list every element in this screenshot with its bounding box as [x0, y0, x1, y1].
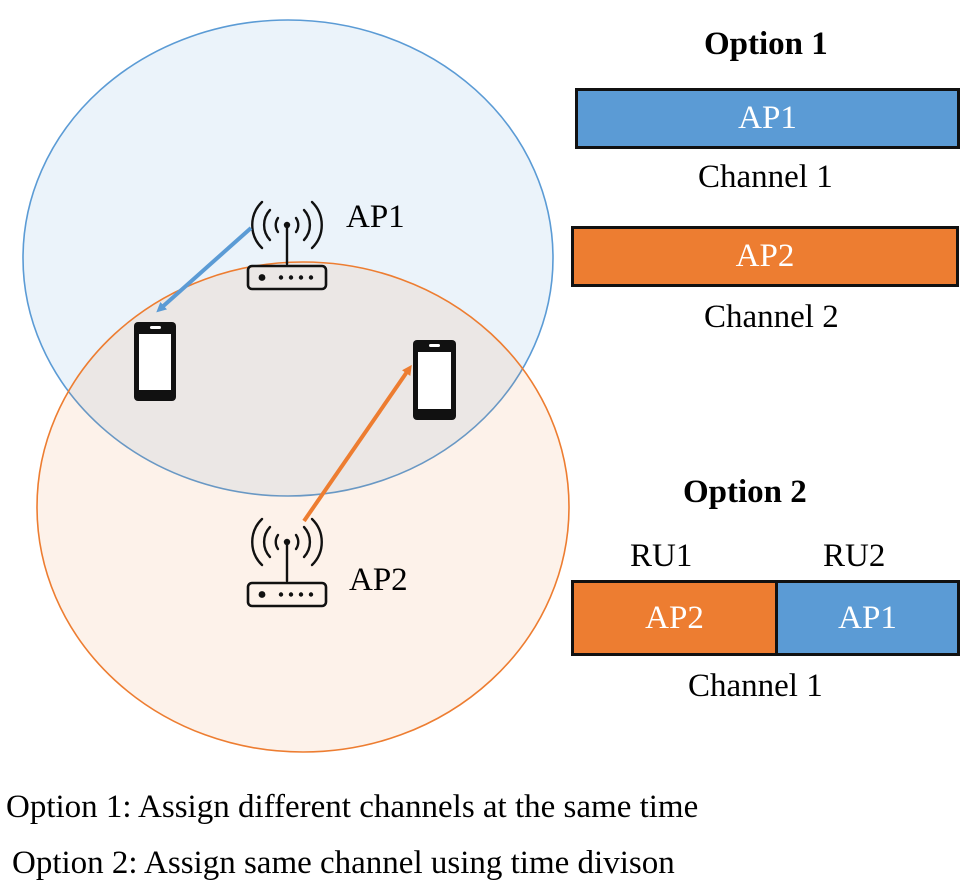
option2-ap2-segment: AP2: [571, 580, 778, 656]
ap2-link-arrow: [302, 364, 412, 523]
option1-channel1-label: Channel 1: [698, 159, 833, 195]
option1-title: Option 1: [704, 26, 828, 62]
option2-channel-label: Channel 1: [688, 668, 823, 704]
option1-ap2-bar: AP2: [571, 226, 959, 287]
option1-ap1-bar: AP1: [575, 88, 960, 149]
ap1-router-icon: [246, 200, 328, 291]
ap1-link-arrow: [156, 226, 253, 313]
ap2-label: AP2: [349, 562, 408, 598]
option1-channel2-label: Channel 2: [704, 299, 839, 335]
ap2-coverage-circle: [36, 261, 570, 753]
caption-option2: Option 2: Assign same channel using time…: [12, 845, 675, 881]
ru2-label: RU2: [823, 538, 886, 574]
phone-right-icon: [413, 340, 456, 420]
phone-left-icon: [134, 322, 176, 401]
ap1-label: AP1: [346, 199, 405, 235]
option2-title: Option 2: [683, 474, 807, 510]
caption-option1: Option 1: Assign different channels at t…: [6, 789, 699, 825]
ap2-router-icon: [246, 517, 328, 608]
ru1-label: RU1: [630, 538, 693, 574]
option2-ap1-segment: AP1: [775, 580, 960, 656]
